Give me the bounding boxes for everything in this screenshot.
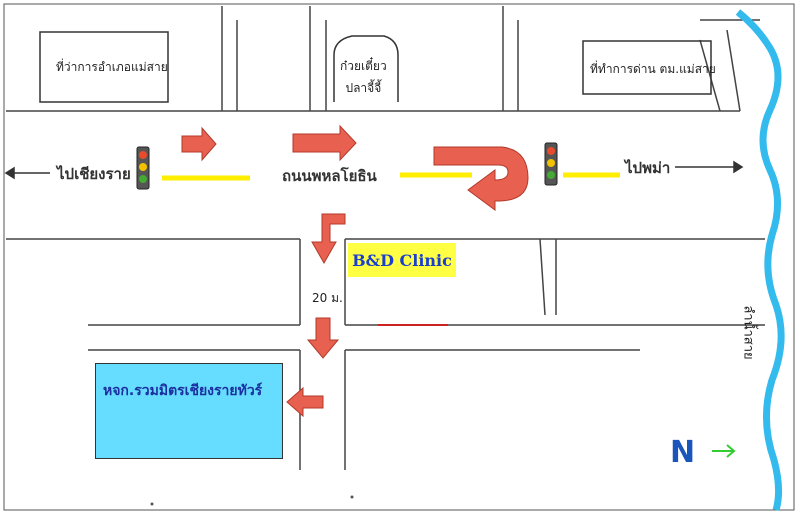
route-arrow-1 (181, 126, 217, 162)
north-letter: N (670, 435, 695, 470)
district-office-label: ที่ว่าการอำเภอแม่สาย (56, 60, 168, 74)
district-office-box (39, 31, 169, 103)
immigration-label: ที่ทำการด่าน ตม.แม่สาย (590, 62, 716, 76)
left-arrow (286, 386, 324, 418)
distance-label: 20 ม. (312, 291, 343, 305)
river-label: ลำน้ำสาย (740, 305, 756, 360)
traffic-light-left (136, 146, 150, 190)
specks (150, 495, 354, 506)
down-arrow (306, 317, 340, 359)
right-direction-arrow (675, 160, 744, 174)
road-lines (6, 238, 765, 470)
map-frame (3, 3, 795, 511)
u-turn-arrow (433, 146, 529, 211)
river (735, 9, 785, 512)
to-chiangrai-label: ไปเชียงราย (57, 165, 131, 183)
to-myanmar-label: ไปพม่า (625, 159, 671, 177)
turn-down-arrow (311, 213, 346, 265)
route-arrows (181, 124, 529, 418)
noodle-shop-box (333, 35, 399, 102)
left-direction-arrow (4, 166, 50, 180)
route-arrow-2 (292, 124, 357, 162)
traffic-light-right (544, 142, 558, 186)
road-center-lines (162, 172, 620, 181)
road-name-label: ถนนพหลโยธิน (282, 167, 377, 185)
north-arrow-icon (712, 444, 736, 458)
destination-box (95, 363, 283, 459)
immigration-box (582, 40, 712, 95)
destination-label: หจก.รวมมิตรเชียงรายทัวร์ (103, 383, 263, 399)
noodle-shop-label: ก๋วยเตี๋ยว ปลาจี้จี้ (340, 59, 387, 95)
clinic-label: B&D Clinic (348, 243, 456, 277)
